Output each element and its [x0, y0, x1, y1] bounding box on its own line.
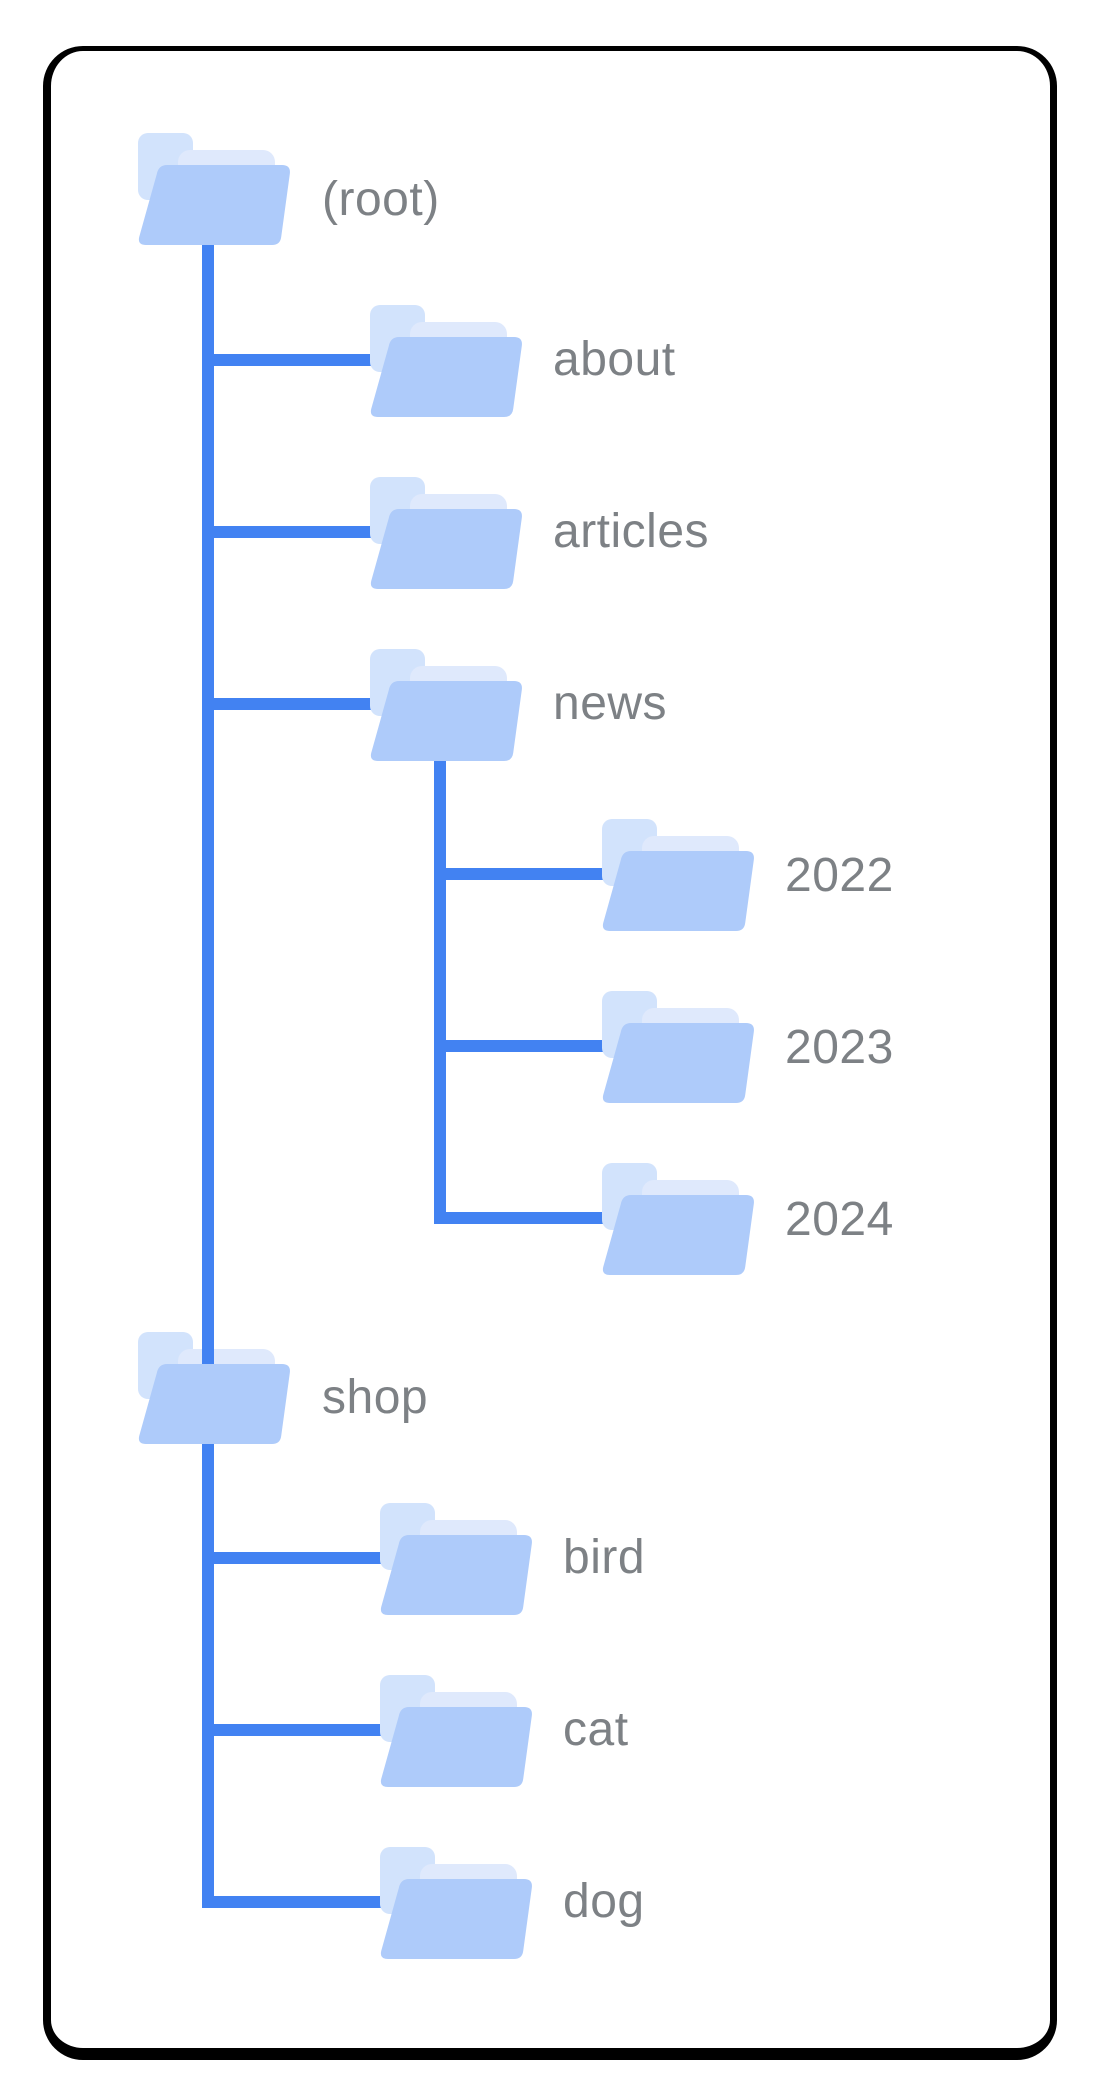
node-label-2023: 2023 [785, 1021, 894, 1075]
node-label-root: (root) [322, 173, 440, 227]
node-label-about: about [553, 333, 676, 387]
tree-connectors [202, 243, 662, 1908]
folder-icon-news [370, 649, 522, 761]
node-label-shop: shop [322, 1371, 429, 1425]
folder-icon-root [138, 133, 290, 245]
folder-icon-about [370, 305, 522, 417]
node-label-articles: articles [553, 505, 710, 559]
folder-icon-bird [380, 1503, 532, 1615]
node-label-2024: 2024 [785, 1193, 894, 1247]
node-label-cat: cat [563, 1703, 629, 1757]
folder-icon-dog [380, 1847, 532, 1959]
node-label-bird: bird [563, 1531, 646, 1585]
connector-root-trunk [202, 243, 450, 1908]
node-label-dog: dog [563, 1875, 645, 1929]
folder-icon-2024 [602, 1163, 754, 1275]
folder-icon-2023 [602, 991, 754, 1103]
folder-icon-2022 [602, 819, 754, 931]
rounded-frame-border [43, 46, 1057, 2060]
folder-icon-shop [138, 1364, 290, 1444]
node-label-2022: 2022 [785, 849, 894, 903]
folder-icon-articles [370, 477, 522, 589]
node-label-news: news [553, 677, 668, 731]
folder-icon-cat [380, 1675, 532, 1787]
connector-news-trunk [434, 753, 662, 1224]
